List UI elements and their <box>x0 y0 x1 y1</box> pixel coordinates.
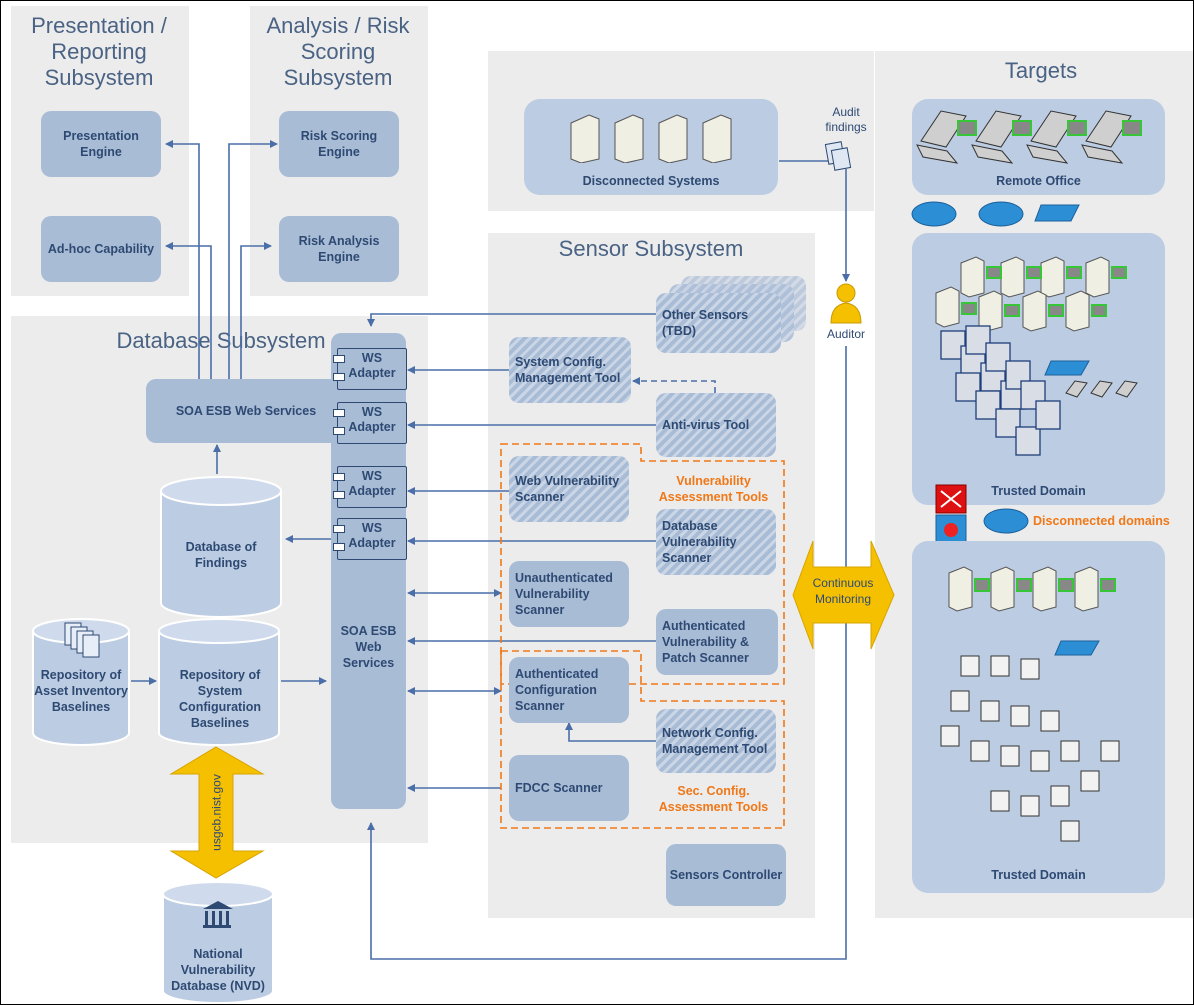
database-of-findings-label: Database of Findings <box>185 540 257 570</box>
ws-adapter-label: WS Adapter <box>348 405 396 434</box>
system-config-tool-box: System Config. Management Tool <box>509 337 631 403</box>
ws-adapter-3: WS Adapter <box>333 466 407 508</box>
auditor-label: Auditor <box>826 327 866 341</box>
analysis-title: Analysis / Risk Scoring Subsystem <box>266 13 410 90</box>
audit-findings-label: Audit findings <box>825 105 867 134</box>
config-repo-label: Repository of System Configuration Basel… <box>179 668 261 730</box>
server-icon-group <box>570 114 732 163</box>
risk-analysis-engine-box: Risk Analysis Engine <box>279 216 399 282</box>
server-icons <box>569 113 749 163</box>
presentation-engine-box: Presentation Engine <box>41 111 161 177</box>
network-config-tool-box: Network Config. Management Tool <box>656 709 776 773</box>
unauth-vuln-scanner-box: Unauthenticated Vulnerability Scanner <box>509 561 629 627</box>
auth-config-scanner-box: Authenticated Configuration Scanner <box>509 657 629 723</box>
sensor-title: Sensor Subsystem <box>558 236 744 261</box>
antivirus-tool-box: Anti-virus Tool <box>656 393 776 457</box>
sec-config-group-label: Sec. Config. Assessment Tools <box>658 784 769 814</box>
sensors-controller-box: Sensors Controller <box>666 844 786 906</box>
disconnected-domains-label: Disconnected domains <box>1033 514 1170 528</box>
ws-adapter-1: WS Adapter <box>333 348 407 390</box>
soa-esb-top-box: SOA ESB Web Services <box>146 379 346 443</box>
ws-adapter-4: WS Adapter <box>333 518 407 560</box>
fdcc-scanner-box: FDCC Scanner <box>509 755 629 821</box>
web-vuln-scanner-box: Web Vulnerability Scanner <box>509 456 629 522</box>
database-title: Database Subsystem <box>116 328 326 353</box>
adhoc-capability-box: Ad-hoc Capability <box>41 216 161 282</box>
disconnected-systems-panel <box>524 99 778 195</box>
targets-title: Targets <box>1004 58 1078 83</box>
disconnected-systems-label: Disconnected Systems <box>582 174 720 188</box>
ws-adapter-2: WS Adapter <box>333 402 407 444</box>
presentation-title: Presentation / Reporting Subsystem <box>31 13 167 90</box>
ws-adapter-label: WS Adapter <box>348 521 396 550</box>
ws-adapter-label: WS Adapter <box>348 351 396 380</box>
db-vuln-scanner-box: Database Vulnerability Scanner <box>656 509 776 575</box>
auth-vuln-patch-scanner-box: Authenticated Vulnerability & Patch Scan… <box>656 609 778 675</box>
nvd-label: National Vulnerability Database (NVD) <box>171 947 265 993</box>
vuln-assessment-group-label: Vulnerability Assessment Tools <box>658 474 769 504</box>
trusted-domain-1-label: Trusted Domain <box>991 484 1086 498</box>
continuous-monitoring-label: Continuous Monitoring <box>812 576 874 606</box>
trusted-domain-2-label: Trusted Domain <box>991 868 1086 882</box>
risk-scoring-engine-box: Risk Scoring Engine <box>279 111 399 177</box>
soa-esb-bus-label: SOA ESB Web Services <box>340 624 397 670</box>
ws-adapter-label: WS Adapter <box>348 469 396 498</box>
remote-office-label: Remote Office <box>996 174 1081 188</box>
asset-repo-label: Repository of Asset Inventory Baselines <box>34 668 128 714</box>
other-sensors-box: Other Sensors (TBD) <box>656 293 781 353</box>
